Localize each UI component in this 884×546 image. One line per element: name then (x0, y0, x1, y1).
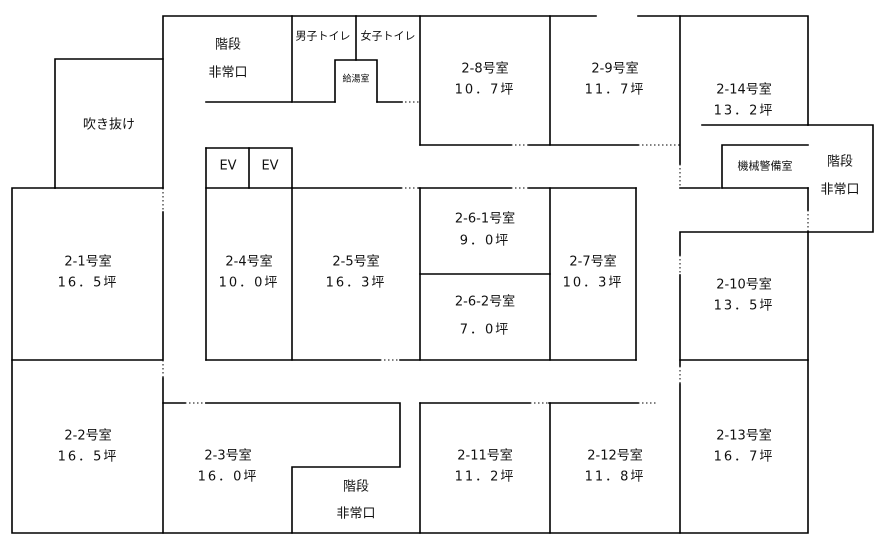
room-2-12-name: 2-12号室 (587, 448, 643, 464)
room-2-2-name: 2-2号室 (64, 428, 112, 444)
machine-room-label: 機械警備室 (737, 159, 793, 173)
room-2-3-area: 16．0坪 (197, 469, 259, 485)
outer-wall-top-right (637, 15, 809, 126)
room-2-10-name: 2-10号室 (716, 277, 772, 293)
room-2-8-area: 10．7坪 (454, 82, 516, 98)
room-2-7-name: 2-7号室 (569, 254, 617, 270)
void-label: 吹き抜け (82, 117, 136, 133)
emergency-exit-label-top-left: 非常口 (208, 65, 248, 81)
room-2-5-name: 2-5号室 (332, 254, 380, 270)
room-2-7-area: 10．3坪 (562, 275, 624, 291)
room-2-14-area: 13．2坪 (713, 103, 775, 119)
room-2-9-area: 11．7坪 (584, 82, 646, 98)
room-2-12-area: 11．8坪 (584, 469, 646, 485)
room-2-1-name: 2-1号室 (64, 254, 112, 270)
room-2-4-name: 2-4号室 (225, 254, 273, 270)
kitchenette-label: 給湯室 (342, 74, 370, 85)
room-2-14-name: 2-14号室 (716, 82, 772, 98)
room-2-9-name: 2-9号室 (591, 61, 639, 77)
room-2-5-area: 16．3坪 (325, 275, 387, 291)
room-2-3-name: 2-3号室 (204, 448, 252, 464)
room-2-1-area: 16．5坪 (57, 275, 119, 291)
emergency-exit-label-right: 非常口 (820, 182, 860, 198)
outer-wall-right (11, 187, 809, 534)
elevator-label-2: EV (261, 158, 279, 174)
room-2-2-area: 16．5坪 (57, 449, 119, 465)
room-2-6-1-name: 2-6-1号室 (454, 211, 516, 227)
room-2-6-2-name: 2-6-2号室 (454, 294, 516, 310)
stair-label-right: 階段 (826, 154, 854, 170)
room-2-4-area: 10．0坪 (218, 275, 280, 291)
room-2-10-area: 13．5坪 (713, 298, 775, 314)
room-2-13-area: 16．7坪 (713, 449, 775, 465)
room-2-8-name: 2-8号室 (461, 61, 509, 77)
room-2-11-area: 11．2坪 (454, 469, 516, 485)
emergency-exit-label-bottom: 非常口 (336, 506, 376, 522)
outer-wall-right-stair (807, 124, 874, 233)
mens-toilet-label: 男子トイレ (295, 29, 351, 43)
void-outline (54, 58, 164, 189)
room-2-6-1-area: 9．0坪 (459, 233, 511, 249)
elevator-label-1: EV (219, 158, 237, 174)
womens-toilet-label: 女子トイレ (360, 29, 416, 43)
stair-label-top-left: 階段 (214, 37, 242, 53)
room-2-11-name: 2-11号室 (457, 448, 513, 464)
stair-label-bottom: 階段 (342, 479, 370, 495)
outer-wall-top-left (162, 15, 597, 189)
room-2-6-2-area: 7．0坪 (459, 322, 511, 338)
room-2-13-name: 2-13号室 (716, 428, 772, 444)
